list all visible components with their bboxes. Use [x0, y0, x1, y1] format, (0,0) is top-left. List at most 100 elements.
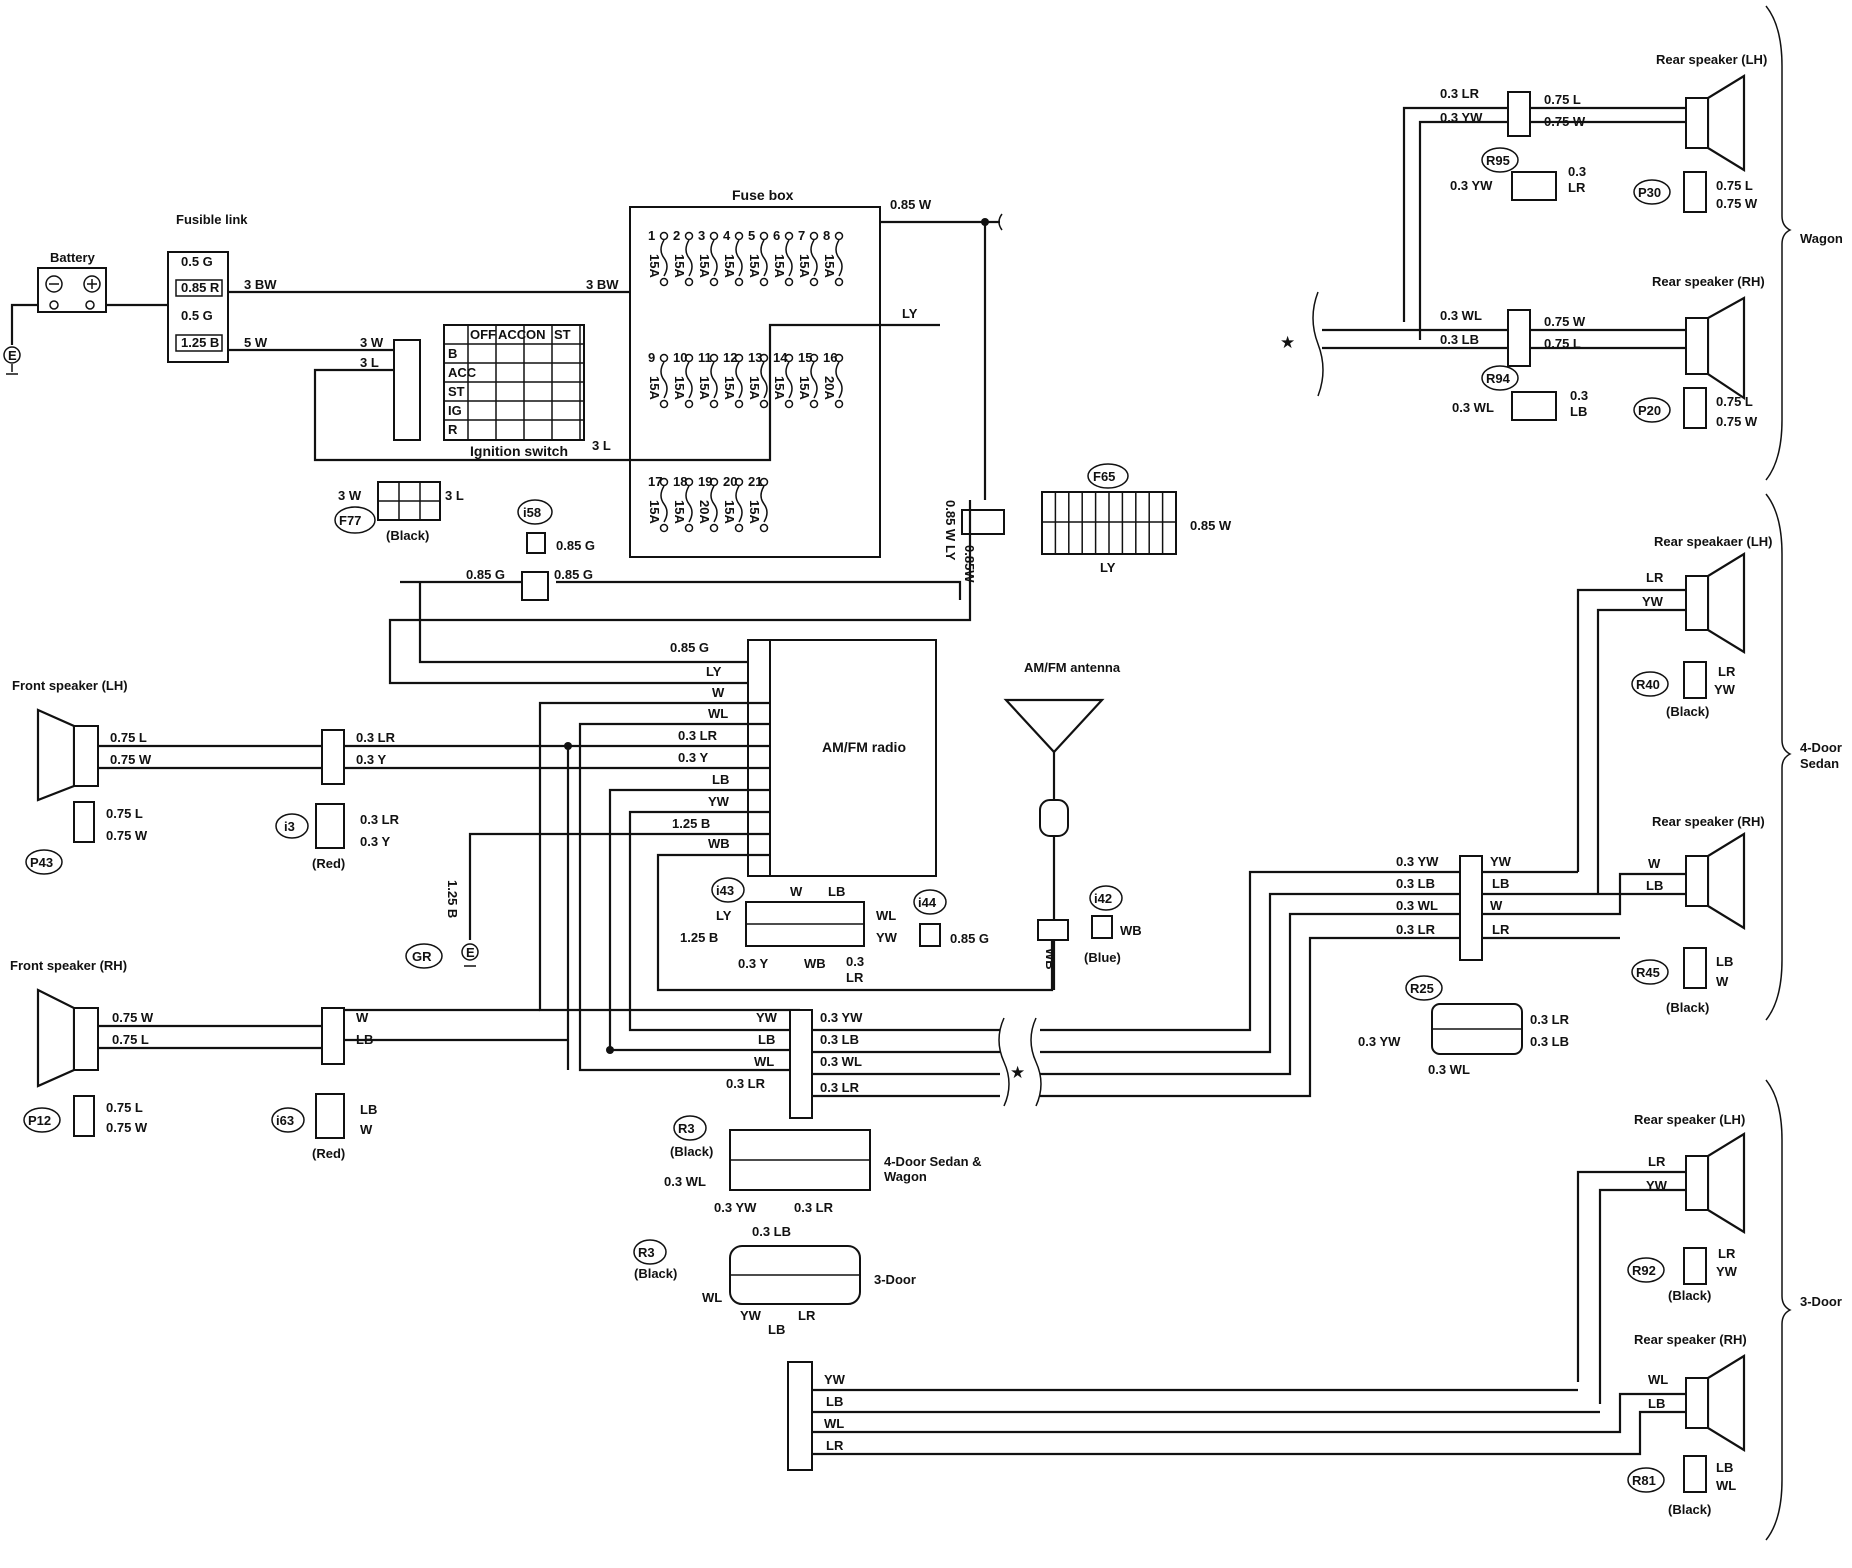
svg-text:0.75 W: 0.75 W	[1716, 414, 1758, 429]
connector-r3: R3 (Black) 4-Door Sedan & Wagon 0.3 WL 0…	[633, 1115, 982, 1337]
svg-text:1.25 B: 1.25 B	[672, 816, 710, 831]
fusible-link: Fusible link 0.5 G 0.85 R 0.5 G 1.25 B	[167, 212, 248, 363]
svg-text:21: 21	[748, 474, 762, 489]
svg-text:0.3 LR: 0.3 LR	[820, 1080, 860, 1095]
svg-text:15A: 15A	[722, 376, 737, 400]
svg-text:W: W	[360, 1122, 373, 1137]
ignition-row-0: B	[448, 346, 457, 361]
svg-text:0.85 W: 0.85 W	[890, 197, 932, 212]
svg-text:0.85 G: 0.85 G	[950, 931, 989, 946]
svg-text:0.3: 0.3	[1570, 388, 1588, 403]
rear-speaker-3door-lh: Rear speaker (LH)	[1634, 1112, 1745, 1234]
svg-text:LR: LR	[1648, 1154, 1666, 1169]
svg-text:LY: LY	[706, 664, 722, 679]
svg-text:W: W	[356, 1010, 369, 1025]
svg-text:LB: LB	[1648, 1396, 1665, 1411]
svg-text:0.75 L: 0.75 L	[1544, 92, 1581, 107]
svg-text:0.85 G: 0.85 G	[556, 538, 595, 553]
svg-text:R92: R92	[1632, 1263, 1656, 1278]
svg-text:LB: LB	[1646, 878, 1663, 893]
svg-text:W: W	[1716, 974, 1729, 989]
svg-text:Rear speaker (LH): Rear speaker (LH)	[1656, 52, 1767, 67]
ignition-col-1: ACC	[498, 327, 527, 342]
svg-text:R45: R45	[1636, 965, 1660, 980]
svg-text:13: 13	[748, 350, 762, 365]
ignition-row-3: IG	[448, 403, 462, 418]
svg-text:0.3 WL: 0.3 WL	[1428, 1062, 1470, 1077]
battery-label: Battery	[50, 250, 96, 265]
svg-text:0.3 LR: 0.3 LR	[1396, 922, 1436, 937]
svg-text:LR: LR	[846, 970, 864, 985]
svg-text:YW: YW	[1490, 854, 1512, 869]
svg-text:i42: i42	[1094, 891, 1112, 906]
svg-text:R94: R94	[1486, 371, 1511, 386]
svg-text:1.25 B: 1.25 B	[181, 335, 219, 350]
rear-speaker-3door-rh: Rear speaker (RH)	[1634, 1332, 1747, 1452]
svg-text:WL: WL	[708, 706, 728, 721]
rear-speaker-wagon-lh: Rear speaker (LH)	[1656, 52, 1767, 172]
svg-text:LB: LB	[1716, 1460, 1733, 1475]
svg-text:1: 1	[648, 228, 655, 243]
svg-text:WB: WB	[1043, 948, 1058, 970]
fuse-box: Fuse box	[629, 187, 881, 558]
svg-text:LY: LY	[716, 908, 732, 923]
svg-text:0.3 LR: 0.3 LR	[1440, 86, 1480, 101]
svg-text:(Red): (Red)	[312, 1146, 345, 1161]
svg-text:LB: LB	[1492, 876, 1509, 891]
svg-text:14: 14	[773, 350, 788, 365]
svg-text:LB: LB	[826, 1394, 843, 1409]
svg-text:LR: LR	[1718, 664, 1736, 679]
svg-text:YW: YW	[740, 1308, 762, 1323]
svg-text:15: 15	[798, 350, 812, 365]
svg-text:0.85W: 0.85W	[962, 545, 977, 583]
svg-text:3 L: 3 L	[445, 488, 464, 503]
svg-text:LR: LR	[1718, 1246, 1736, 1261]
svg-text:W: W	[712, 685, 725, 700]
svg-text:15A: 15A	[772, 254, 787, 278]
svg-text:0.3 LR: 0.3 LR	[726, 1076, 766, 1091]
svg-text:0.3 Y: 0.3 Y	[678, 750, 708, 765]
svg-text:15A: 15A	[822, 254, 837, 278]
svg-text:0.5 G: 0.5 G	[181, 254, 213, 269]
svg-text:15A: 15A	[647, 254, 662, 278]
svg-text:3 L: 3 L	[360, 355, 379, 370]
ignition-switch-label: Ignition switch	[470, 443, 568, 459]
svg-text:E: E	[466, 945, 475, 960]
svg-text:17: 17	[648, 474, 662, 489]
svg-text:0.3 YW: 0.3 YW	[714, 1200, 757, 1215]
svg-text:19: 19	[698, 474, 712, 489]
svg-text:YW: YW	[1642, 594, 1664, 609]
svg-text:15A: 15A	[797, 254, 812, 278]
ground-gr: GR E	[405, 943, 479, 969]
svg-text:P12: P12	[28, 1113, 51, 1128]
svg-text:1.25 B: 1.25 B	[445, 880, 460, 918]
connector-r40: R40 LR YW (Black)	[1631, 661, 1736, 719]
svg-text:16: 16	[823, 350, 837, 365]
connector-r81: R81 LB WL (Black)	[1627, 1455, 1736, 1517]
fuse-21: 21 15A	[747, 474, 769, 533]
svg-text:YW: YW	[876, 930, 898, 945]
svg-text:WL: WL	[702, 1290, 722, 1305]
svg-text:0.3: 0.3	[1568, 164, 1586, 179]
connector-r25: R25 0.3 LR 0.3 LB 0.3 YW 0.3 WL	[1358, 975, 1570, 1077]
svg-text:15A: 15A	[747, 376, 762, 400]
svg-text:WB: WB	[1120, 923, 1142, 938]
svg-text:15A: 15A	[747, 500, 762, 524]
ground-e-icon: E	[3, 346, 21, 375]
svg-text:9: 9	[648, 350, 655, 365]
svg-text:15A: 15A	[772, 376, 787, 400]
svg-text:4-Door Sedan &: 4-Door Sedan &	[884, 1154, 982, 1169]
svg-text:0.3 LB: 0.3 LB	[752, 1224, 791, 1239]
ignition-col-0: OFF	[470, 327, 496, 342]
svg-text:0.75 L: 0.75 L	[1544, 336, 1581, 351]
ignition-col-3: ST	[554, 327, 571, 342]
svg-text:2: 2	[673, 228, 680, 243]
svg-text:LY: LY	[902, 306, 918, 321]
svg-text:Rear speakaer (LH): Rear speakaer (LH)	[1654, 534, 1773, 549]
connector-f77: 3 W 3 L F77 (Black)	[334, 481, 464, 543]
svg-text:15A: 15A	[697, 254, 712, 278]
